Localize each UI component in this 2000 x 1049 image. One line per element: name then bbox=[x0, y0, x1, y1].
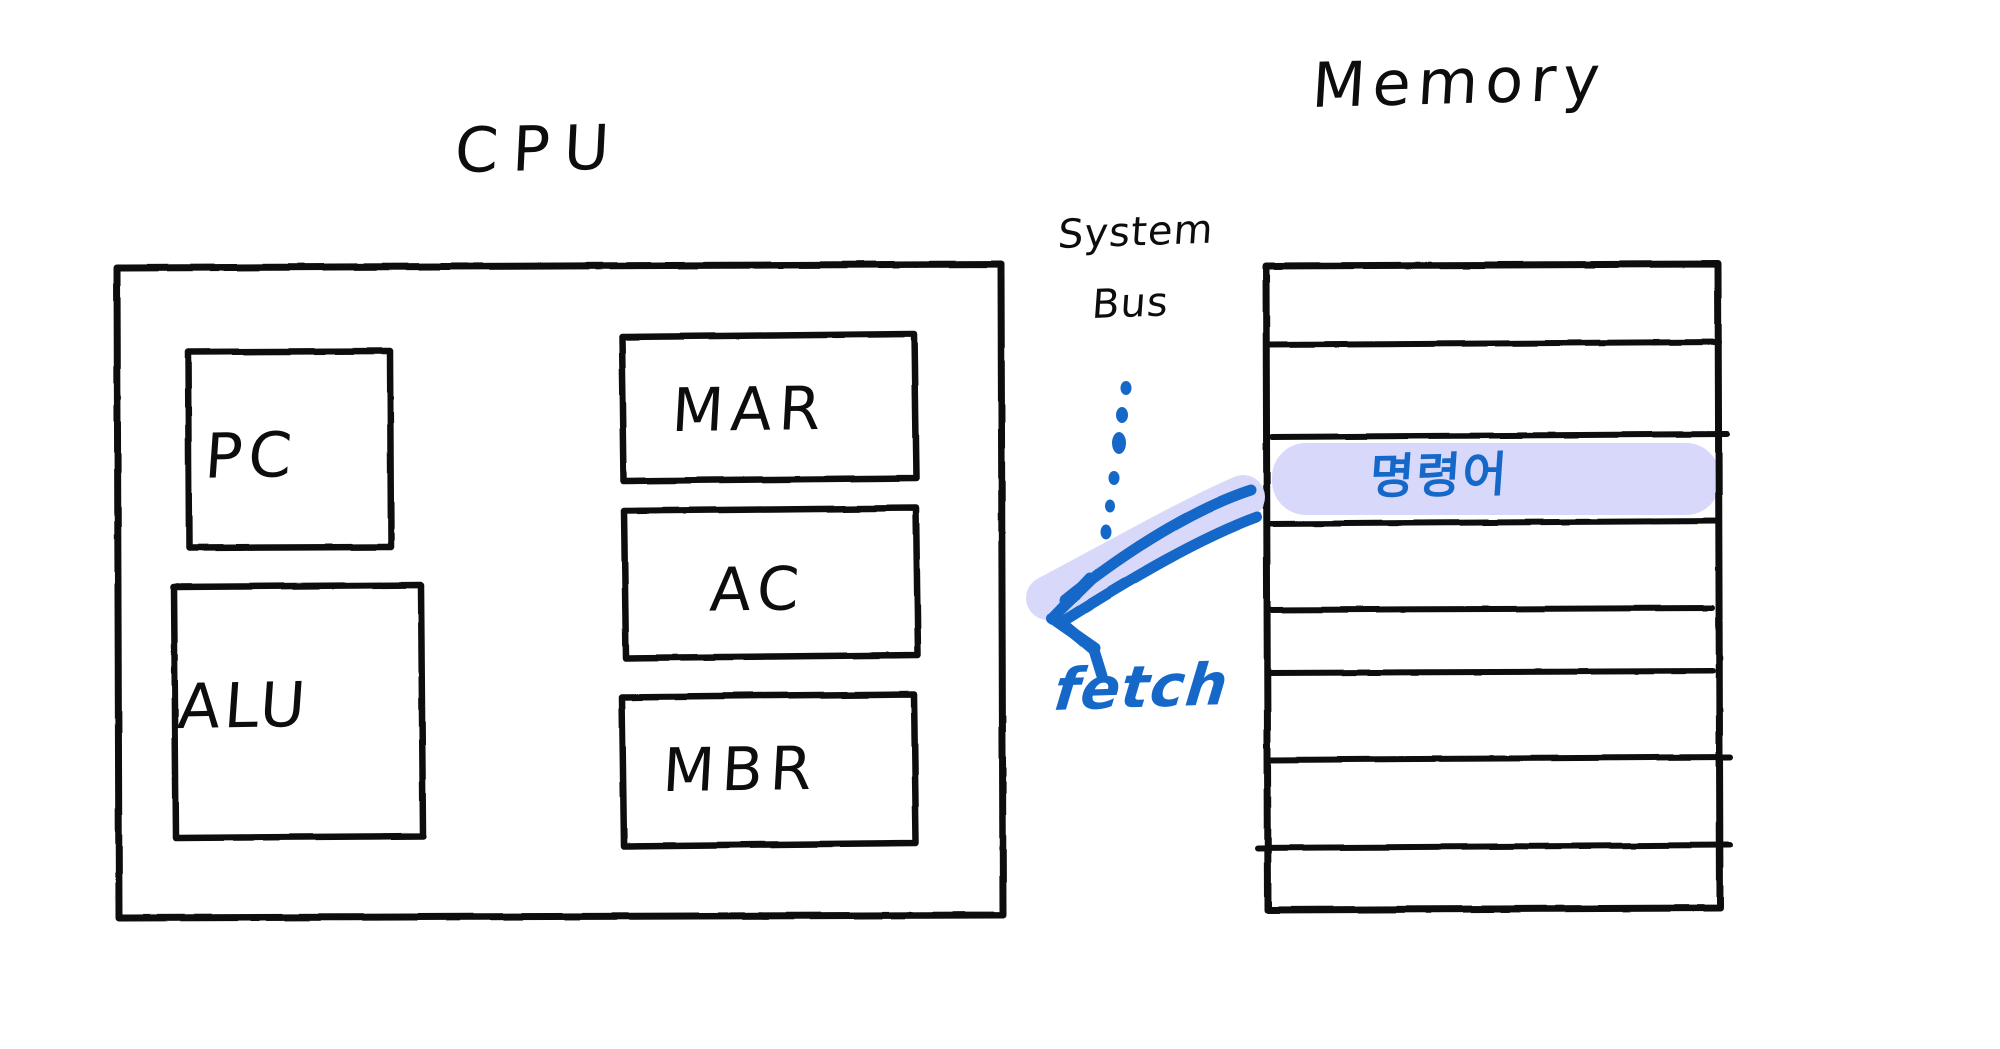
register-box-ac bbox=[620, 504, 922, 662]
register-box-mar bbox=[618, 330, 920, 485]
register-box-pc bbox=[184, 347, 395, 552]
system-bus-label-line2: Bus bbox=[1090, 279, 1171, 328]
memory-row-dividers bbox=[1255, 339, 1733, 851]
register-label-mar: MAR bbox=[669, 373, 830, 447]
cpu-boundary-box bbox=[113, 260, 1007, 922]
register-label-pc: PC bbox=[202, 418, 301, 493]
memory-instruction-label: 명령어 bbox=[1367, 446, 1511, 506]
memory-title: Memory bbox=[1309, 41, 1609, 122]
cpu-title: CPU bbox=[453, 110, 626, 187]
register-label-ac: AC bbox=[707, 554, 808, 626]
register-label-alu: ALU bbox=[175, 667, 312, 744]
register-box-mbr bbox=[618, 690, 920, 850]
fetch-label: fetch bbox=[1051, 650, 1232, 724]
memory-row-highlight bbox=[1272, 443, 1720, 515]
system-bus-label-line1: System bbox=[1056, 206, 1216, 258]
register-box-alu bbox=[170, 581, 427, 842]
register-label-mbr: MBR bbox=[660, 733, 821, 807]
fetch-arrow bbox=[1046, 484, 1263, 682]
memory-boundary-box bbox=[1262, 260, 1724, 914]
